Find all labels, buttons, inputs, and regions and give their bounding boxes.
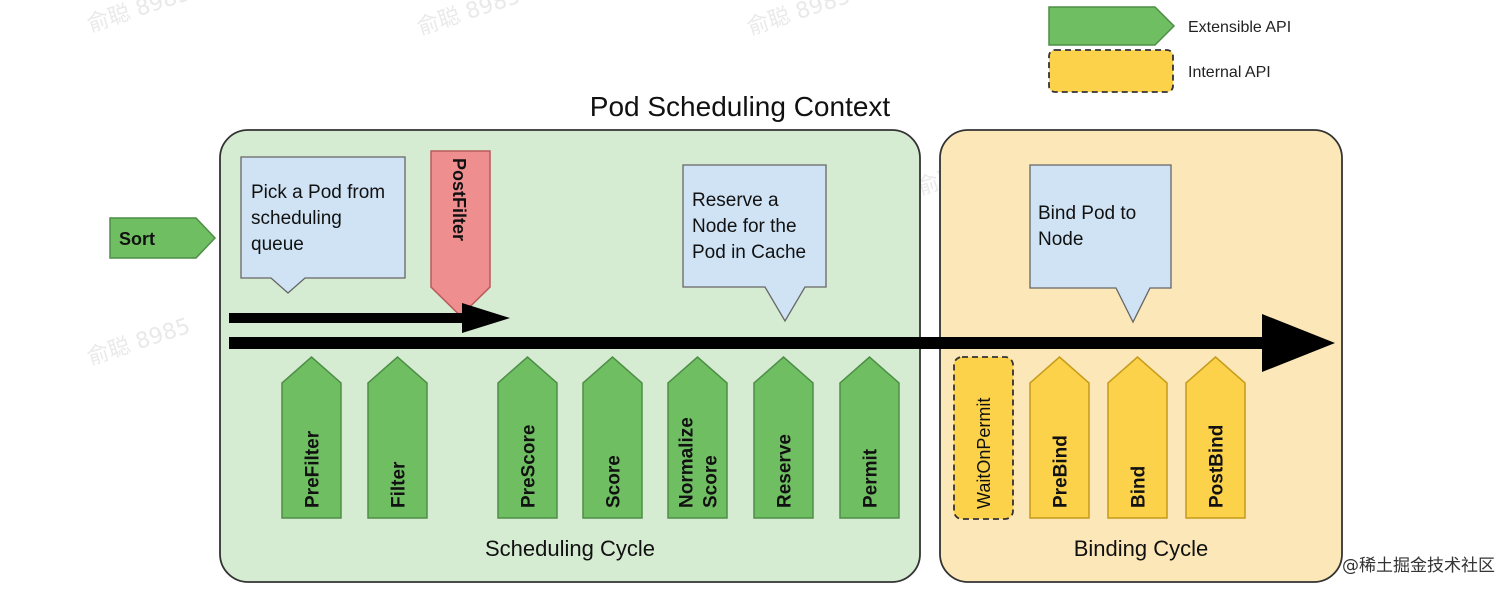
callout-line: scheduling bbox=[251, 208, 342, 229]
short-flow-arrow-shaft bbox=[229, 313, 469, 323]
normalize-score-label: Score bbox=[701, 455, 722, 508]
permit-step bbox=[839, 356, 900, 519]
normalize-score-step bbox=[667, 356, 728, 519]
reserve-node-callout-text: Reserve a Node for the Pod in Cache bbox=[692, 190, 806, 263]
attribution-text: @稀土掘金技术社区 bbox=[1342, 556, 1495, 576]
bind-step bbox=[1107, 356, 1168, 519]
pick-pod-callout-text: Pick a Pod from scheduling queue bbox=[251, 182, 390, 255]
binding-steps: PreBind Bind PostBind bbox=[1029, 356, 1246, 519]
watermark: 俞聪 8985 bbox=[84, 314, 193, 371]
permit-label: Permit bbox=[861, 448, 882, 508]
legend-internal-swatch bbox=[1048, 49, 1174, 93]
callout-line: Bind Pod to bbox=[1038, 203, 1136, 224]
postbind-label: PostBind bbox=[1207, 425, 1228, 508]
watermark: 俞聪 8985 bbox=[84, 0, 193, 38]
watermark: 俞聪 8985 bbox=[414, 0, 523, 41]
prefilter-label: PreFilter bbox=[303, 430, 324, 508]
legend: Extensible API Internal API bbox=[1048, 6, 1291, 93]
short-flow-arrowhead bbox=[462, 303, 510, 333]
waitonpermit-label: WaitOnPermit bbox=[974, 398, 994, 509]
prescore-step bbox=[497, 356, 558, 519]
binding-cycle-caption: Binding Cycle bbox=[1074, 536, 1209, 561]
prebind-label: PreBind bbox=[1051, 435, 1072, 508]
callout-line: Pick a Pod from bbox=[251, 182, 385, 203]
legend-internal-label: Internal API bbox=[1188, 64, 1271, 81]
scheduling-cycle-caption: Scheduling Cycle bbox=[485, 536, 655, 561]
bind-pod-callout bbox=[1029, 164, 1172, 324]
diagram-title: Pod Scheduling Context bbox=[590, 91, 891, 122]
reserve-step bbox=[753, 356, 814, 519]
waitonpermit-step bbox=[953, 356, 1014, 520]
callout-line: Reserve a bbox=[692, 190, 779, 211]
postfilter-label: PostFilter bbox=[449, 158, 469, 241]
postbind-step bbox=[1185, 356, 1246, 519]
callout-line: Node bbox=[1038, 229, 1083, 250]
reserve-label: Reserve bbox=[775, 434, 796, 508]
main-flow-arrow-shaft bbox=[229, 337, 1269, 349]
legend-extensible-label: Extensible API bbox=[1188, 19, 1291, 36]
sort-label: Sort bbox=[119, 229, 155, 249]
callout-line: queue bbox=[251, 234, 304, 255]
prescore-label: PreScore bbox=[519, 425, 540, 508]
prefilter-step bbox=[281, 356, 342, 519]
score-step bbox=[582, 356, 643, 519]
watermark: 俞聪 8985 bbox=[744, 0, 853, 41]
reserve-node-callout bbox=[682, 164, 827, 323]
bind-label: Bind bbox=[1129, 466, 1150, 508]
callout-line: Pod in Cache bbox=[692, 242, 806, 263]
normalize-score-label: Normalize bbox=[677, 417, 698, 508]
score-label: Score bbox=[604, 455, 625, 508]
flow-arrows bbox=[229, 303, 1335, 372]
pick-pod-callout bbox=[240, 156, 406, 294]
legend-extensible-swatch bbox=[1048, 6, 1176, 46]
callout-line: Node for the bbox=[692, 216, 797, 237]
prebind-step bbox=[1029, 356, 1090, 519]
filter-step bbox=[367, 356, 428, 519]
sort-step bbox=[109, 217, 217, 259]
postfilter-step bbox=[430, 150, 491, 318]
main-flow-arrowhead bbox=[1262, 314, 1335, 372]
bind-pod-callout-text: Bind Pod to Node bbox=[1038, 203, 1142, 250]
filter-label: Filter bbox=[389, 461, 410, 508]
